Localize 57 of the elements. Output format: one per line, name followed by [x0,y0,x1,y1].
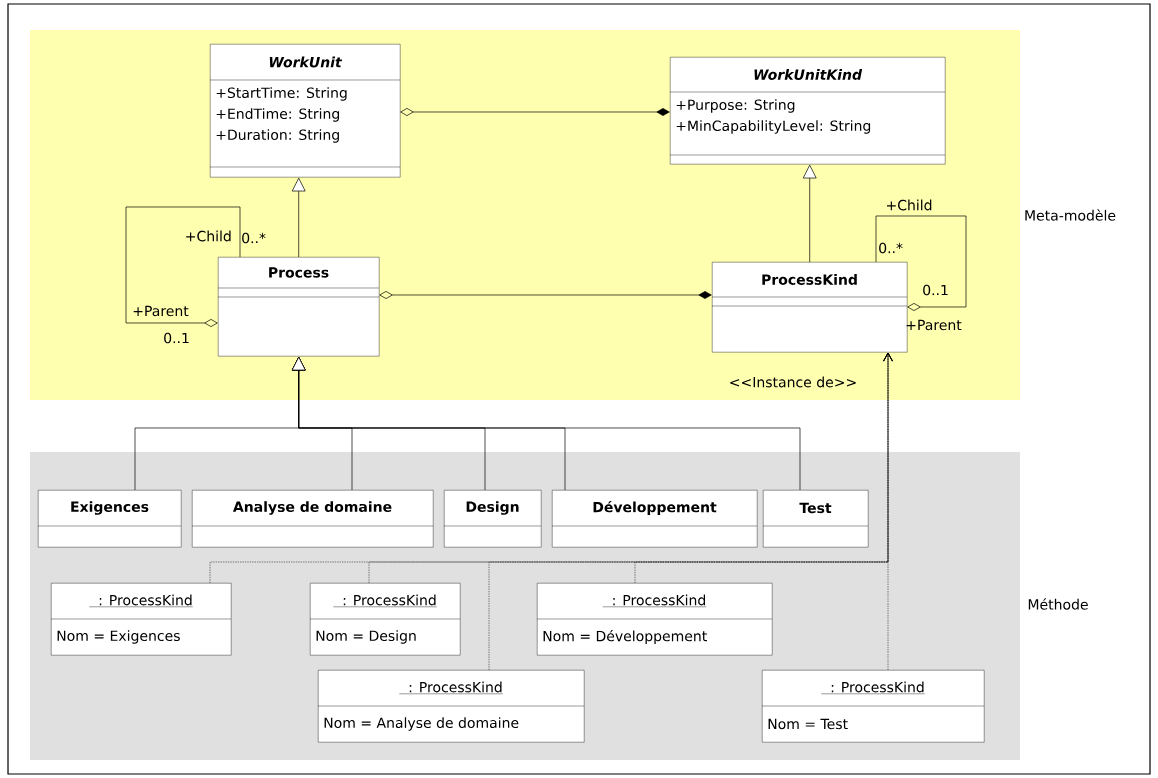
class-name: Test [799,502,832,514]
class-box [669,57,946,165]
instance-arrow [883,352,893,671]
class-box [209,44,401,178]
attribute-text: +Duration: String [216,129,339,143]
class-box [551,490,758,548]
attribute-text: Nom = Test [768,718,848,730]
attribute-text: +StartTime: String [216,87,347,101]
multiplicity-label: 0..1 [164,332,189,344]
class-box [711,262,908,353]
object-box [536,583,773,656]
association-line [125,206,241,327]
object-name: : ProcessKind [333,594,437,607]
association-line [875,215,967,311]
association-line [379,291,712,299]
role-label: +Child [887,199,932,211]
attribute-text: Nom = Exigences [57,630,180,644]
object-box [309,583,461,656]
region-label: Meta-modèle [1025,209,1116,221]
object-box [317,670,585,743]
class-name: Design [466,501,519,515]
region-label: Méthode [1028,598,1088,610]
class-name: Développement [593,500,717,516]
generalization-arrow [291,177,306,258]
class-box [37,490,182,548]
association-line [400,108,670,116]
class-name: WorkUnit [269,56,343,68]
class-box [191,490,434,548]
attribute-text: Nom = Analyse de domaine [324,717,519,731]
role-label: +Parent [906,319,962,331]
generalization-arrow [802,164,817,263]
object-name: : ProcessKind [399,681,503,694]
class-name: Analyse de domaine [232,501,392,515]
attribute-text: Nom = Développement [543,629,707,645]
object-name: : ProcessKind [821,681,925,694]
role-label: +Parent [133,305,189,317]
object-name: : ProcessKind [602,594,707,607]
class-box [217,257,380,357]
stereotype-label: <<Instance de>> [730,376,856,388]
class-name: Exigences [71,501,149,515]
class-box [443,490,542,548]
role-label: +Child [186,230,231,242]
attribute-text: +EndTime: String [216,108,339,122]
class-box [762,490,869,548]
class-name: WorkUnitKind [754,69,863,80]
multiplicity-label: 0..1 [923,284,948,296]
multiplicity-label: 0..* [242,232,266,244]
object-box [50,583,232,656]
object-name: : ProcessKind [89,594,193,607]
class-name: Process [269,267,329,278]
class-name: ProcessKind [762,274,857,285]
multiplicity-label: 0..* [879,242,903,254]
attribute-text: +Purpose: String [676,99,795,113]
object-box [761,670,985,743]
attribute-text: Nom = Design [316,630,416,644]
attribute-text: +MinCapabilityLevel: String [676,120,871,134]
generalization-arrow [291,356,801,491]
